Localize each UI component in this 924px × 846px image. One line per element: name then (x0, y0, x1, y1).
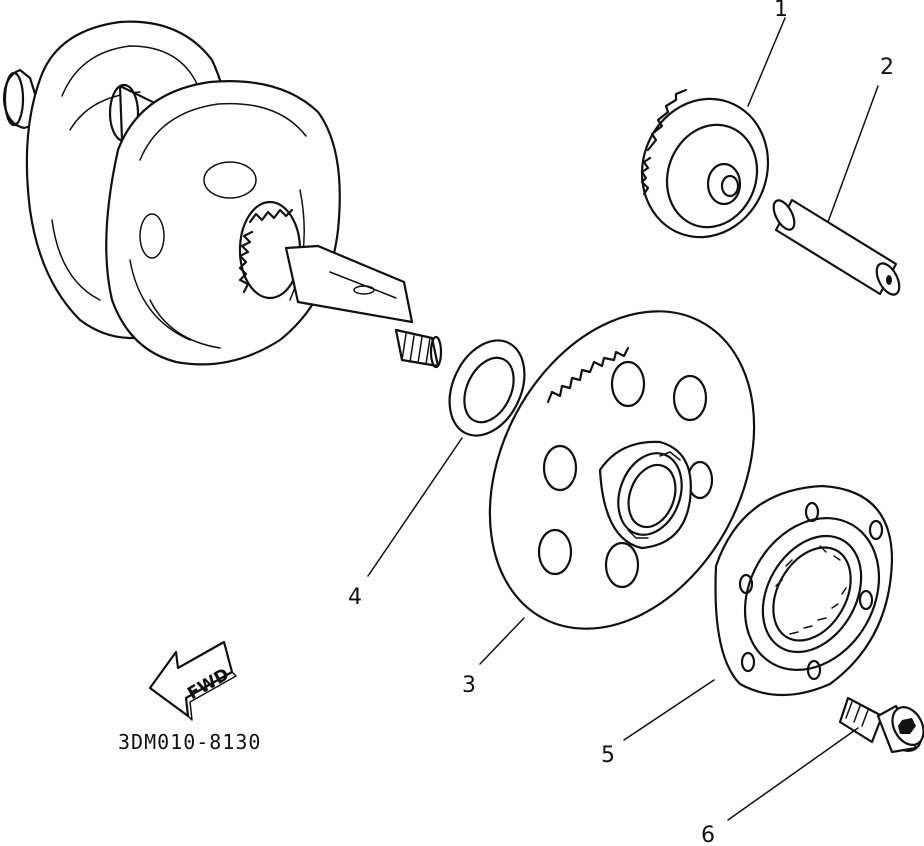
callout-6: 6 (701, 823, 715, 846)
drawing-code: 3DM010-8130 (118, 730, 261, 754)
clutch-bolt (838, 696, 924, 754)
callout-labels: 1 2 3 4 5 6 (348, 0, 894, 846)
callout-5: 5 (601, 743, 615, 768)
callout-2: 2 (880, 55, 894, 80)
starter-wheel-gear (488, 310, 756, 630)
idler-gear (640, 88, 770, 239)
idler-shaft (772, 198, 901, 296)
leader-line-4 (367, 437, 463, 577)
leader-line-3 (479, 617, 525, 665)
fwd-arrow-icon (148, 640, 234, 718)
fwd-direction-marker: FWD (148, 640, 237, 721)
leader-line-5 (623, 679, 715, 741)
leader-line-6 (727, 727, 859, 821)
leader-line-1 (747, 17, 786, 107)
leader-lines (367, 17, 879, 821)
crankshaft-assembly (2, 20, 443, 369)
callout-3: 3 (462, 673, 476, 698)
callout-1: 1 (774, 0, 788, 22)
callout-4: 4 (348, 585, 362, 610)
washer (448, 339, 526, 437)
leader-line-2 (827, 85, 879, 223)
starter-clutch (714, 484, 894, 697)
